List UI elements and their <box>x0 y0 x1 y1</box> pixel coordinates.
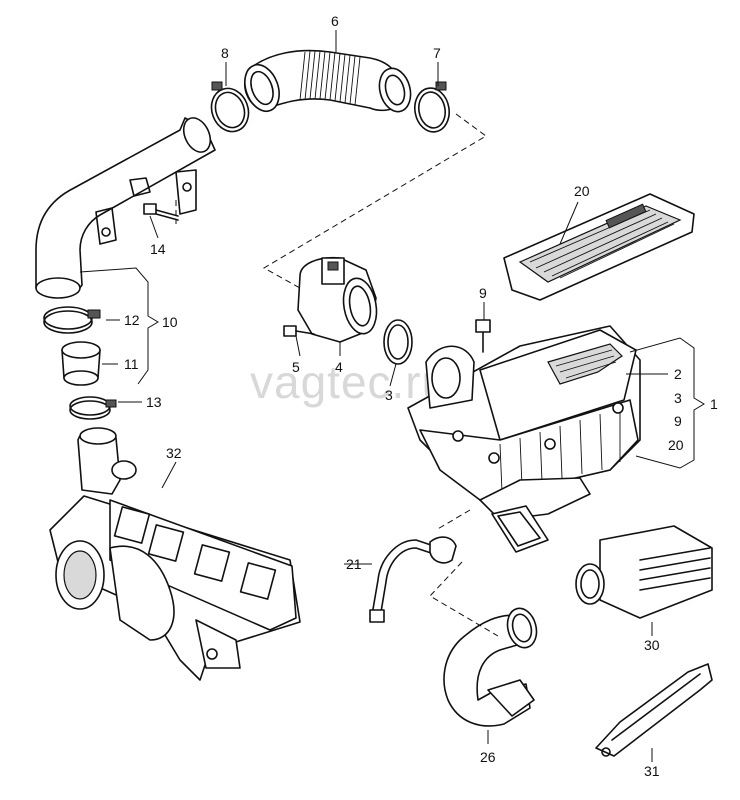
part-5-screw <box>283 325 315 337</box>
callout-30: 30 <box>644 637 660 653</box>
callout-31: 31 <box>644 763 660 779</box>
callout-1: 1 <box>710 396 718 412</box>
callout-20-filter: 20 <box>668 437 684 453</box>
callout-5: 5 <box>292 359 300 375</box>
connection-line-housing-to-elbow <box>435 509 471 531</box>
watermark-text: vagteс.ru <box>250 356 448 408</box>
part-8-hose-clamp <box>210 81 250 133</box>
part-4-air-mass-meter <box>297 256 378 343</box>
callout-9-filter: 9 <box>674 413 682 429</box>
part-14-bolt <box>143 203 179 221</box>
part-30-air-intake-duct <box>575 525 713 619</box>
part-21-vent-hose <box>369 536 457 623</box>
callout-21: 21 <box>346 556 362 572</box>
part-6-corrugated-hose <box>244 49 412 113</box>
callout-3-filter: 3 <box>674 390 682 406</box>
part-9-bolt <box>475 319 491 353</box>
callout-11: 11 <box>124 356 139 372</box>
callout-26: 26 <box>480 749 496 765</box>
callout-9: 9 <box>479 285 487 301</box>
callout-12: 12 <box>124 312 140 328</box>
callout-20-top: 20 <box>574 183 590 199</box>
part-32-turbocharger <box>49 427 301 681</box>
callout-8: 8 <box>221 45 229 61</box>
part-1-air-filter-housing <box>407 325 641 521</box>
part-20-filter-element <box>503 193 695 301</box>
part-12-hose-clamp <box>43 306 101 334</box>
callout-13: 13 <box>146 394 162 410</box>
leader-lines <box>79 30 705 762</box>
callout-2: 2 <box>674 366 682 382</box>
part-2-intake-duct <box>491 505 549 553</box>
callout-14: 14 <box>150 241 166 257</box>
connection-line-hose-to-meter <box>262 113 487 289</box>
callout-7: 7 <box>433 45 441 61</box>
part-3-seal-ring <box>383 319 413 365</box>
part-7-hose-clamp <box>414 81 450 133</box>
part-26-intake-elbow <box>443 607 538 727</box>
part-31-air-guide <box>595 663 713 757</box>
callout-10: 10 <box>162 314 178 330</box>
part-11-sleeve <box>61 341 101 386</box>
part-13-hose-clamp <box>69 396 117 420</box>
callout-3: 3 <box>385 387 393 403</box>
callout-32: 32 <box>166 445 182 461</box>
callout-6: 6 <box>331 13 339 29</box>
callout-labels: 6 8 7 20 14 9 12 10 11 13 5 4 3 2 3 9 20… <box>124 13 718 779</box>
callout-4: 4 <box>335 359 343 375</box>
connection-line-elbow-to-duct <box>429 561 499 637</box>
part-10-pipe-assembly <box>35 117 216 299</box>
